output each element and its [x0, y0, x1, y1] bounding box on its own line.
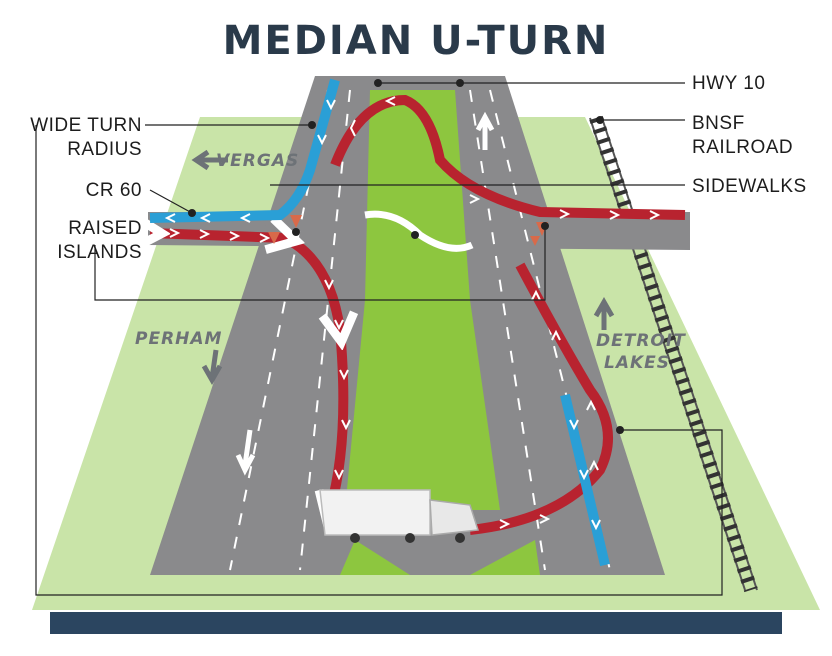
direction-detroit-line-2: LAKES — [604, 353, 671, 373]
northbound-lane-arrow — [475, 111, 495, 150]
median-strip-south — [340, 540, 540, 575]
label-islands-line-1: RAISED — [68, 218, 142, 239]
blue-route-left-turn — [149, 78, 340, 223]
label-cr-60: CR 60 — [85, 180, 142, 201]
label-wide-turn-line-1: WIDE TURN — [30, 115, 142, 136]
label-sidewalks: SIDEWALKS — [692, 176, 807, 197]
sidewalk-path — [364, 210, 474, 252]
raised-islands — [268, 215, 548, 246]
direction-detroit-line-1: DETROIT — [596, 331, 686, 351]
semi-truck — [319, 489, 479, 543]
red-route-north-u-turn — [330, 94, 686, 220]
label-railroad-line-1: BNSF — [692, 113, 745, 134]
blue-route-chevrons — [164, 99, 601, 531]
label-railroad-line-2: RAILROAD — [692, 137, 794, 158]
bnsf-railroad — [589, 115, 758, 593]
label-hwy-10: HWY 10 — [692, 73, 766, 94]
diagram-title: MEDIAN U-TURN — [222, 18, 610, 64]
direction-perham: PERHAM — [135, 329, 223, 349]
red-route-westbound — [150, 233, 343, 510]
leader-dots — [188, 79, 624, 434]
label-wide-turn-line-2: RADIUS — [67, 139, 142, 160]
vergas-arrow — [191, 149, 228, 171]
leader-lines — [35, 82, 723, 596]
label-islands-line-2: ISLANDS — [57, 242, 142, 263]
red-route-chevrons — [169, 96, 661, 529]
direction-vergas: VERGAS — [216, 151, 300, 171]
detroit-lakes-arrow — [593, 296, 615, 330]
base-slab — [50, 612, 782, 634]
